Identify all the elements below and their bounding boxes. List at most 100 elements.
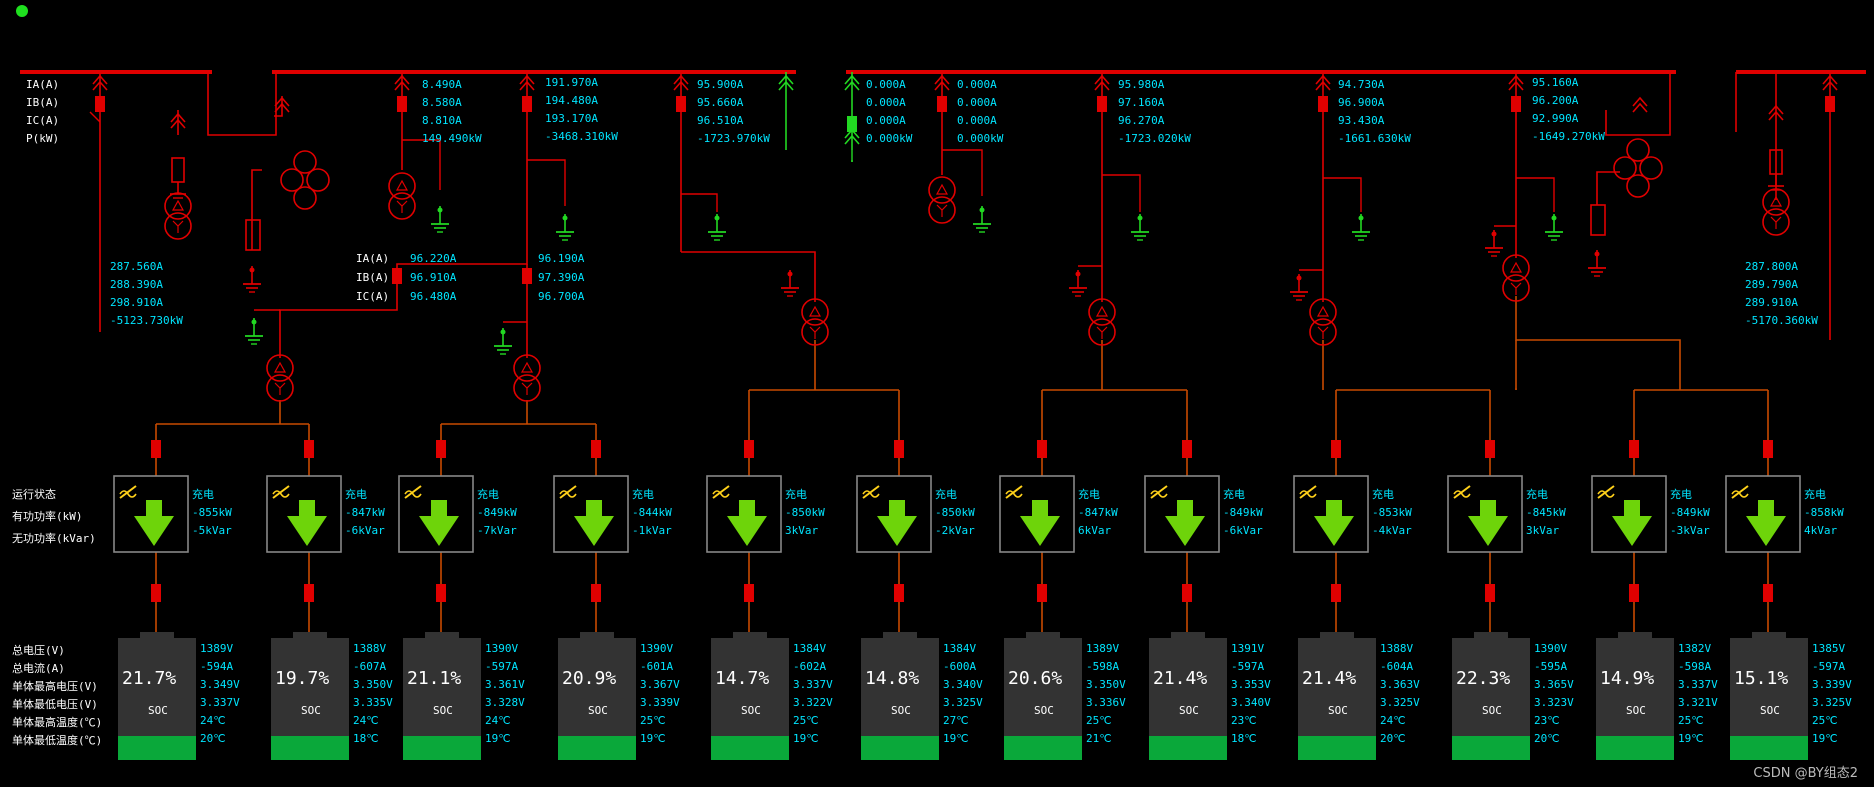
unit-cell-min-voltage: 3.325V	[943, 696, 983, 709]
ground-switch-icon[interactable]	[245, 318, 263, 345]
disconnector-icon[interactable]	[1768, 104, 1784, 121]
ground-switch-icon[interactable]	[1545, 214, 1563, 241]
ground-icon[interactable]	[1485, 230, 1503, 257]
ground-switch-icon[interactable]	[1131, 214, 1149, 241]
ground-icon[interactable]	[1069, 270, 1087, 297]
winding-circle	[164, 212, 192, 240]
station-service-transformer-icon[interactable]	[388, 172, 416, 220]
disconnector-icon[interactable]	[1632, 96, 1648, 113]
station-service-transformer-icon[interactable]	[928, 176, 956, 224]
battery-soc-fill	[1004, 736, 1082, 760]
breaker-icon[interactable]	[95, 96, 105, 112]
breaker-icon[interactable]	[392, 268, 402, 284]
disconnector-icon[interactable]	[170, 112, 186, 129]
unit-cell-max-voltage: 3.337V	[793, 678, 833, 691]
breaker-icon[interactable]	[676, 96, 686, 112]
disconnector-icon[interactable]	[394, 74, 410, 91]
breaker-icon[interactable]	[1511, 96, 1521, 112]
storage-unit[interactable]	[1591, 390, 1674, 760]
unit-cell-max-temp: 25℃	[793, 714, 819, 727]
disconnector-icon[interactable]	[1822, 74, 1838, 91]
disconnector-icon[interactable]	[1508, 74, 1524, 91]
ground-icon[interactable]	[781, 270, 799, 297]
breaker-icon[interactable]	[397, 96, 407, 112]
ground-switch-icon[interactable]	[1352, 214, 1370, 241]
soc-label: SOC	[1328, 704, 1348, 717]
ground-icon[interactable]	[1588, 250, 1606, 277]
disconnector-icon[interactable]	[274, 96, 290, 113]
unit-status: 充电	[192, 487, 214, 501]
ground-icon[interactable]	[1290, 274, 1308, 301]
breaker-icon	[1629, 440, 1639, 458]
step-down-transformer-icon[interactable]	[266, 354, 294, 402]
inverter-icon	[559, 490, 577, 498]
disconnector-icon[interactable]	[844, 128, 860, 145]
inverter-icon	[862, 490, 880, 498]
disconnector-icon[interactable]	[844, 74, 860, 91]
ground-switch-icon[interactable]	[973, 206, 991, 233]
ground-switch-icon[interactable]	[494, 328, 512, 355]
inverter-icon	[1150, 485, 1168, 499]
breaker-icon[interactable]	[522, 268, 532, 284]
storage-unit[interactable]	[1725, 390, 1808, 760]
storage-unit[interactable]	[113, 424, 196, 760]
storage-unit[interactable]	[1144, 390, 1227, 760]
breaker-icon	[1485, 440, 1495, 458]
disconnector-icon[interactable]	[519, 74, 535, 91]
ground-switch-icon[interactable]	[431, 206, 449, 233]
inverter-icon	[272, 485, 290, 499]
storage-unit[interactable]	[856, 390, 939, 760]
step-down-transformer-icon[interactable]	[513, 354, 541, 402]
disconnector-icon[interactable]	[92, 74, 108, 91]
breaker-icon[interactable]	[937, 96, 947, 112]
breaker-icon[interactable]	[1318, 96, 1328, 112]
ground-pivot	[1358, 215, 1364, 221]
storage-unit[interactable]	[553, 424, 636, 760]
unit-reactive-power: -4kVar	[1372, 524, 1412, 537]
feeder-reading: 8.580A	[422, 96, 462, 109]
row-label: IC(A)	[356, 290, 389, 303]
unit-cell-min-voltage: 3.340V	[1231, 696, 1271, 709]
disconnector-icon[interactable]	[673, 74, 689, 91]
ground-icon[interactable]	[243, 266, 261, 293]
unit-total-current: -595A	[1534, 660, 1567, 673]
breaker-icon[interactable]	[1825, 96, 1835, 112]
step-down-transformer-icon[interactable]	[1502, 254, 1530, 302]
feeder-reading: 0.000A	[866, 96, 906, 109]
storage-unit[interactable]	[398, 424, 481, 760]
chevron-up-icon	[1632, 96, 1648, 107]
pt-transformer-icon[interactable]	[164, 192, 192, 240]
surge-arrester-icon	[170, 157, 186, 199]
unit-cell-min-temp: 19℃	[1678, 732, 1704, 745]
winding-circle	[1309, 318, 1337, 346]
step-down-transformer-icon[interactable]	[801, 298, 829, 346]
ground-switch-icon[interactable]	[708, 214, 726, 241]
unit-total-voltage: 1390V	[485, 642, 518, 655]
step-down-transformer-icon[interactable]	[1309, 298, 1337, 346]
inverter-icon	[1731, 490, 1749, 498]
breaker-icon[interactable]	[522, 96, 532, 112]
row-label: P(kW)	[26, 132, 59, 145]
storage-unit[interactable]	[999, 390, 1082, 760]
winding-circle	[293, 186, 317, 210]
ground-switch-icon[interactable]	[556, 214, 574, 241]
row-label: IC(A)	[26, 114, 59, 127]
pt-transformer-icon[interactable]	[1762, 188, 1790, 236]
storage-unit[interactable]	[706, 390, 789, 760]
disconnector-icon[interactable]	[1315, 74, 1331, 91]
breaker-icon[interactable]	[847, 116, 857, 132]
disconnector-icon[interactable]	[1094, 74, 1110, 91]
storage-unit[interactable]	[1293, 390, 1376, 760]
unit-reactive-power: -1kVar	[632, 524, 672, 537]
disconnector-icon[interactable]	[934, 74, 950, 91]
storage-unit[interactable]	[266, 424, 349, 760]
storage-unit[interactable]	[1447, 390, 1530, 760]
chevron-up-icon	[844, 74, 860, 85]
breaker-icon[interactable]	[1097, 96, 1107, 112]
unit-reactive-power: -2kVar	[935, 524, 975, 537]
unit-total-voltage: 1384V	[943, 642, 976, 655]
step-down-transformer-icon[interactable]	[1088, 298, 1116, 346]
feeder-reading: 0.000A	[957, 78, 997, 91]
disconnector-icon[interactable]	[778, 74, 794, 91]
breaker-icon	[1629, 584, 1639, 602]
